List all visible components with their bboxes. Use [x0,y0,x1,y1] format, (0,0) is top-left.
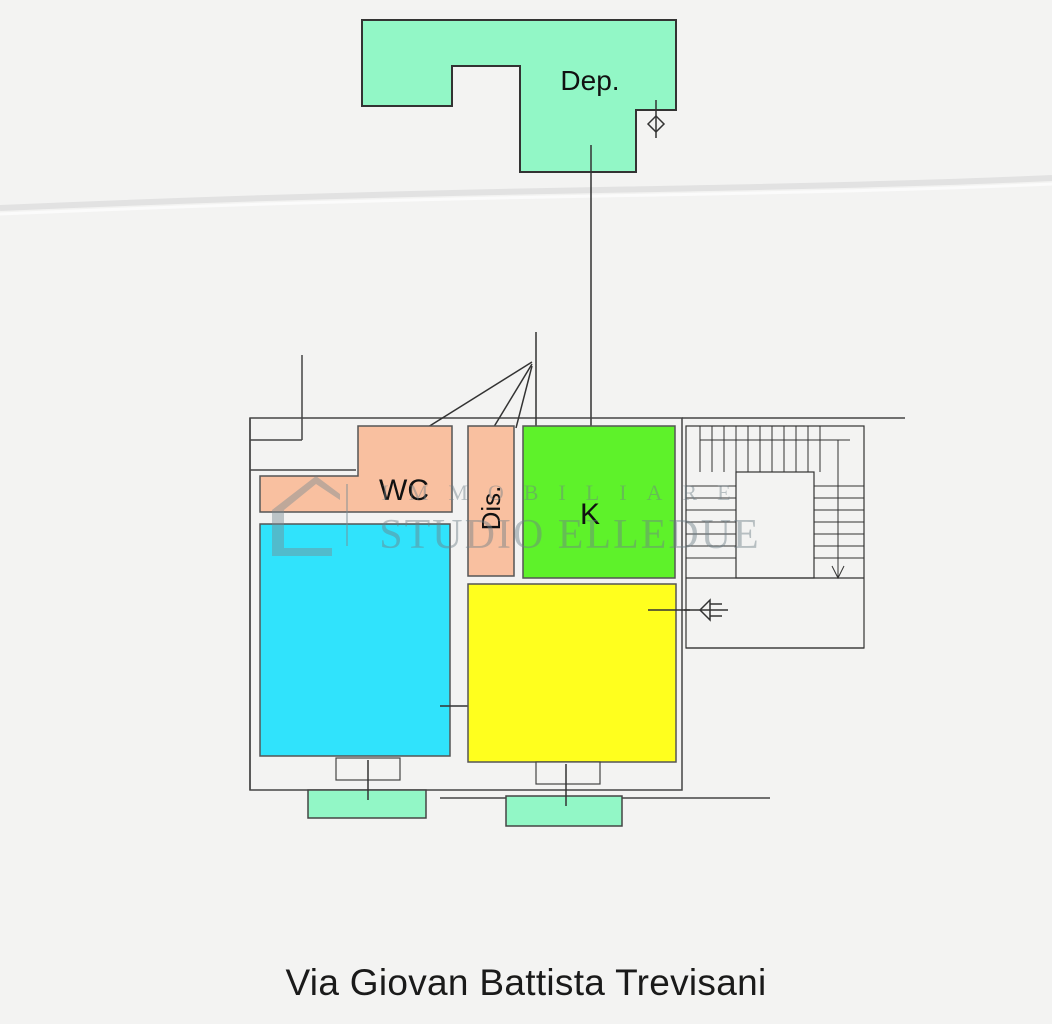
kitchen-room [522,425,676,579]
wc-room [259,425,453,513]
wc-label: WC [379,474,429,507]
deposit-label: Dep. [560,65,619,96]
staircase [685,425,865,649]
corridor-room [467,425,515,577]
street-name: Via Giovan Battista Trevisani [285,962,767,1003]
deposit-fill [361,19,677,173]
blue-room [259,523,451,757]
watermark-logo-icon [272,476,340,556]
kitchen-label: K [580,498,600,531]
balcony-left [307,789,427,819]
balcony-right [505,795,623,827]
watermark-line2: STUDIO ELLEDUE [379,512,760,558]
deposit-room: Dep. [361,19,677,173]
stair-steps [686,426,864,580]
watermark: IMMOBILIARE STUDIO ELLEDUE [272,476,760,558]
entrance-arrow [684,598,728,622]
leader-lines [419,332,537,445]
deposit-door-arrow [646,100,666,138]
corridor-label: Dis. [476,486,506,531]
watermark-line1: IMMOBILIARE [381,480,750,505]
yellow-room [467,583,677,763]
